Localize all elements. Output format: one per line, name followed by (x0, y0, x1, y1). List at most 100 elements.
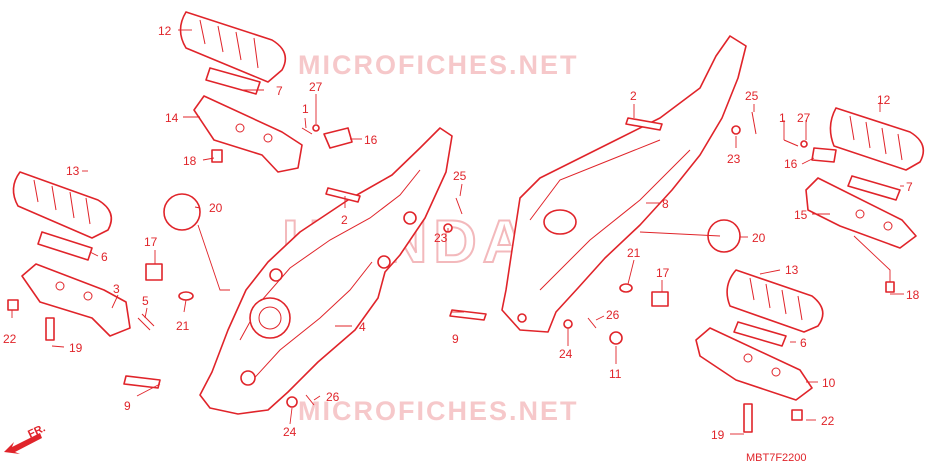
callout-14: 14 (165, 111, 179, 125)
bolt-9-left (123, 375, 161, 389)
rubber-20-left (163, 193, 201, 231)
callout-20-right: 20 (752, 231, 766, 245)
callout-22-right: 22 (821, 414, 835, 428)
spring-1-left (301, 127, 313, 135)
callout-20-left: 20 (209, 201, 223, 215)
callout-13-left-front-peg: 13 (66, 164, 80, 178)
callout-4: 4 (359, 320, 366, 334)
callout-24-left: 24 (283, 425, 297, 439)
callout-9-left: 9 (124, 399, 131, 413)
callout-25-left: 25 (453, 169, 467, 183)
left-rear-footpeg-rubber (179, 11, 287, 83)
right-rear-footpeg-holder (805, 177, 917, 249)
washer-21-right (619, 283, 633, 293)
callout-19-right: 19 (711, 428, 725, 442)
callout-26-right: 26 (606, 308, 620, 322)
callout-3: 3 (113, 282, 120, 296)
clip-25-left (455, 197, 463, 215)
bolt-22-right (791, 409, 803, 421)
callout-12-right-rear-peg: 12 (877, 93, 891, 107)
arrow-icon (4, 433, 42, 454)
callout-labels: 12 7 14 18 1 27 16 13 6 17 3 5 22 19 21 … (3, 24, 920, 442)
callout-6-left: 6 (101, 250, 108, 264)
watermark-bottom: MICROFICHES.NET (298, 396, 579, 426)
nut-24-left (286, 396, 298, 408)
bolt-9-right (449, 309, 487, 321)
callout-21-right: 21 (627, 246, 641, 260)
nut-23-right (731, 125, 741, 135)
callout-2-left: 2 (341, 213, 348, 227)
callout-1-left: 1 (302, 102, 309, 116)
callout-8: 8 (662, 197, 669, 211)
left-front-footpeg-rubber (12, 171, 113, 239)
clip-26-right (587, 317, 597, 329)
bolt-17-left (145, 263, 163, 281)
leader-lines (11, 29, 904, 435)
callout-18-right: 18 (906, 288, 920, 302)
callout-7-right: 7 (906, 180, 913, 194)
washer-21-left (178, 291, 194, 301)
bolt-19-left (45, 317, 55, 341)
pin-27-left (312, 124, 320, 132)
callout-17-left: 17 (144, 235, 158, 249)
right-front-footpeg-rubber (726, 269, 824, 333)
bolt-2-left (325, 187, 361, 203)
right-rear-footpeg-rubber (829, 107, 925, 171)
bolt-18-left (211, 149, 223, 163)
callout-18-left: 18 (183, 154, 197, 168)
right-step-bracket (501, 35, 747, 333)
front-label: FR. (26, 422, 47, 440)
callout-15: 15 (794, 208, 808, 222)
callout-23-right: 23 (727, 152, 741, 166)
callout-13-right-front-peg: 13 (785, 263, 799, 277)
right-front-peg-plate (733, 321, 787, 347)
spring-11 (609, 331, 623, 345)
callout-2-right: 2 (630, 89, 637, 103)
bolt-17-right (651, 291, 669, 307)
right-front-footpeg-holder (695, 327, 813, 401)
bolt-18-right (885, 281, 895, 293)
rubber-20-right (707, 219, 741, 253)
diagram-code: MBT7F2200 (746, 452, 807, 464)
clip-26-left (305, 394, 315, 406)
callout-21-left: 21 (176, 319, 190, 333)
plate-16-right (811, 147, 837, 163)
callout-16-right: 16 (784, 157, 798, 171)
callout-27-left: 27 (309, 80, 323, 94)
callout-1-right: 1 (779, 111, 786, 125)
callout-11: 11 (609, 367, 622, 381)
callout-25-right: 25 (745, 89, 759, 103)
callout-23-left: 23 (434, 231, 448, 245)
callout-22-left: 22 (3, 332, 17, 346)
left-front-peg-plate (37, 231, 93, 261)
bolt-2-right (625, 117, 663, 131)
callout-16-left: 16 (364, 133, 378, 147)
pin-27-right (800, 140, 808, 148)
bolt-19-right (743, 403, 753, 433)
callout-12-left-rear-peg: 12 (158, 24, 172, 38)
callout-9-right: 9 (452, 332, 459, 346)
callout-19-left: 19 (69, 341, 83, 355)
spring-1-right (783, 139, 799, 147)
bolt-22-left (7, 299, 19, 311)
left-rear-footpeg-holder (193, 95, 303, 173)
callout-6-right: 6 (800, 336, 807, 350)
spring-5 (137, 313, 155, 331)
callout-10: 10 (822, 376, 836, 390)
right-rear-peg-plate (847, 175, 901, 201)
callout-26-left: 26 (326, 390, 340, 404)
left-front-footpeg-holder (21, 263, 131, 337)
nut-24-right (563, 319, 573, 329)
callout-24-right: 24 (559, 347, 573, 361)
plate-16-left (323, 127, 353, 149)
callout-17-right: 17 (656, 266, 670, 280)
watermark-top: MICROFICHES.NET (298, 50, 579, 80)
callout-5: 5 (142, 294, 149, 308)
front-direction-marker: FR. (4, 422, 47, 454)
clip-25-right (751, 111, 757, 135)
left-step-bracket (199, 127, 453, 415)
callout-27-right: 27 (797, 111, 811, 125)
left-rear-peg-plate (205, 67, 261, 95)
